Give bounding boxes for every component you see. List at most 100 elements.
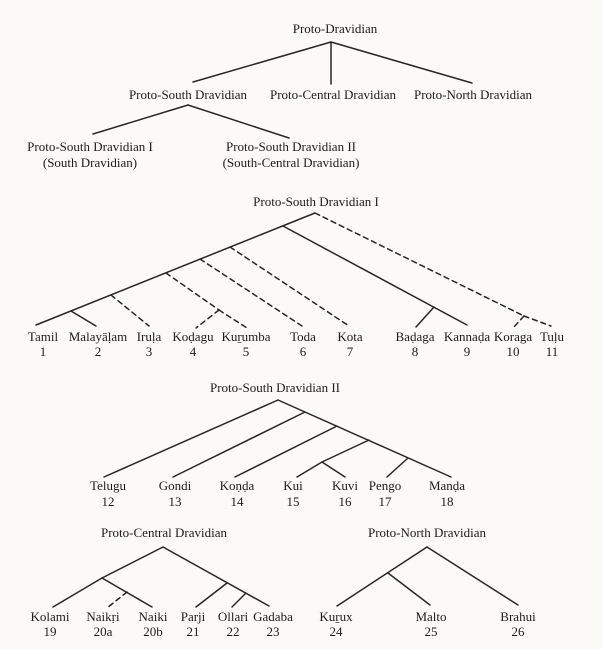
north-leaf-labels: Kuṟux 24 Malto 25 Brahui 26: [319, 609, 536, 639]
edge-central-ollari: [231, 592, 247, 608]
edge-sd2-main-manda: [277, 399, 452, 478]
leaf-num-tamil: 1: [40, 344, 47, 359]
leaf-name-gadaba: Gadaba: [253, 609, 293, 624]
edge-sd1-kurumba: [218, 309, 248, 329]
edge-sd2-konda: [234, 425, 338, 478]
sd1-node-title: Proto-South Dravidian I: [27, 139, 153, 154]
edge-central-naikri: [106, 591, 128, 609]
edge-north-malto: [387, 572, 431, 606]
edge-central-left-stem: [101, 546, 164, 579]
north-tree-title: Proto-North Dravidian: [368, 525, 487, 540]
leaf-num-badaga: 8: [412, 344, 419, 359]
central-tree-title: Proto-Central Dravidian: [101, 525, 227, 540]
leaf-num-konda: 14: [231, 494, 245, 509]
leaf-name-koraga: Koraga: [494, 329, 532, 344]
edge-central-kolami: [52, 577, 103, 608]
edge-sd2-pengo: [386, 457, 409, 478]
edge-sd1-irula: [110, 294, 150, 327]
leaf-name-manda: Manḍa: [429, 478, 465, 493]
edge-sd1-main-tamil: [35, 212, 316, 326]
leaf-name-naikri: Naikṛi: [86, 609, 120, 624]
leaf-name-brahui: Brahui: [500, 609, 536, 624]
leaf-num-kannada: 9: [464, 344, 471, 359]
branch-label-central: Proto-Central Dravidian: [270, 87, 396, 102]
leaf-name-badaga: Baḍaga: [396, 329, 435, 344]
edge-sd1-kota: [229, 246, 350, 327]
leaf-name-kurux: Kuṟux: [319, 609, 353, 624]
leaf-num-telugu: 12: [102, 494, 115, 509]
leaf-name-malto: Malto: [415, 609, 446, 624]
edge-north-brahui: [426, 546, 519, 606]
leaf-num-gondi: 13: [169, 494, 182, 509]
sd1-tree-title: Proto-South Dravidian I: [253, 194, 379, 209]
branch-label-north: Proto-North Dravidian: [414, 87, 533, 102]
leaf-name-kolami: Kolami: [31, 609, 70, 624]
edge-sd2-kuvi: [321, 461, 346, 478]
leaf-name-naiki: Naiki: [139, 609, 168, 624]
leaf-num-kolami: 19: [44, 624, 57, 639]
leaf-num-manda: 18: [441, 494, 454, 509]
sd2-tree: Proto-South Dravidian II Telugu 12 Gondi…: [90, 380, 465, 509]
edge-sd1-koraga: [512, 315, 525, 329]
edge-sd1-kodagu: [195, 309, 220, 329]
edge-sd2-telugu: [103, 399, 279, 478]
sd1-tree: Proto-South Dravidian I Tamil 1 Malayāḷa…: [28, 194, 565, 359]
leaf-num-gadaba: 23: [267, 624, 280, 639]
sd1-leaf-labels: Tamil 1 Malayāḷam 2 Iruḷa 3 Koḍagu 4 Kuṟ…: [28, 329, 565, 359]
leaf-num-naikri: 20a: [94, 624, 113, 639]
leaf-num-kui: 15: [287, 494, 300, 509]
edge-sd2-kui: [296, 461, 323, 478]
leaf-name-kodagu: Koḍagu: [172, 329, 214, 344]
edge-sd1-kannada: [282, 225, 468, 326]
edge-root-south: [192, 41, 332, 83]
leaf-name-kota: Kota: [337, 329, 363, 344]
leaf-name-telugu: Telugu: [90, 478, 126, 493]
leaf-name-kannada: Kannaḍa: [444, 329, 490, 344]
sd1-node-subtitle: (South Dravidian): [43, 155, 137, 170]
leaf-num-kurux: 24: [330, 624, 344, 639]
edge-sd1-badaga: [415, 306, 435, 328]
branch-label-south: Proto-South Dravidian: [129, 87, 248, 102]
leaf-num-malto: 25: [425, 624, 438, 639]
edge-sd1-toda: [199, 258, 303, 327]
leaf-name-kurumba: Kuṟumba: [221, 329, 270, 344]
leaf-name-tulu: Tuḷu: [540, 329, 565, 344]
leaf-num-kuvi: 16: [339, 494, 353, 509]
central-tree: Proto-Central Dravidian Kolami 19 Naikṛi…: [31, 525, 294, 639]
leaf-name-konda: Koṇḍa: [220, 478, 255, 493]
leaf-num-koraga: 10: [507, 344, 520, 359]
edge-south-sd1: [92, 104, 189, 135]
sd2-leaf-labels: Telugu 12 Gondi 13 Koṇḍa 14 Kui 15 Kuvi …: [90, 478, 465, 509]
leaf-num-parji: 21: [187, 624, 200, 639]
leaf-num-irula: 3: [146, 344, 153, 359]
leaf-num-brahui: 26: [512, 624, 526, 639]
leaf-num-toda: 6: [300, 344, 307, 359]
edge-root-north: [330, 41, 473, 84]
top-tree: Proto-Dravidian Proto-South Dravidian Pr…: [27, 21, 532, 170]
edge-north-kurux: [336, 546, 428, 607]
leaf-name-tamil: Tamil: [28, 329, 59, 344]
edge-central-parji: [195, 582, 228, 608]
sd2-tree-title: Proto-South Dravidian II: [210, 380, 340, 395]
leaf-num-naiki: 20b: [143, 624, 163, 639]
leaf-name-toda: Toda: [290, 329, 316, 344]
leaf-name-kuvi: Kuvi: [332, 478, 358, 493]
edge-sd1-tulu: [523, 315, 552, 327]
leaf-name-malayalam: Malayāḷam: [69, 329, 127, 344]
leaf-name-kui: Kui: [283, 478, 303, 493]
edge-sd2-gondi: [172, 411, 306, 478]
root-label: Proto-Dravidian: [293, 21, 378, 36]
north-tree: Proto-North Dravidian Kuṟux 24 Malto 25 …: [319, 525, 536, 639]
leaf-name-parji: Parji: [181, 609, 206, 624]
edge-central-right-gadaba: [162, 546, 270, 607]
leaf-num-pengo: 17: [379, 494, 393, 509]
edge-south-sd2: [187, 104, 290, 139]
leaf-name-irula: Iruḷa: [137, 329, 162, 344]
leaf-num-kota: 7: [347, 344, 354, 359]
leaf-num-kodagu: 4: [190, 344, 197, 359]
leaf-num-malayalam: 2: [95, 344, 102, 359]
edge-sd1-kodagu-kurumba-stem: [165, 272, 220, 311]
central-leaf-labels: Kolami 19 Naikṛi 20a Naiki 20b Parji 21 …: [31, 609, 294, 639]
